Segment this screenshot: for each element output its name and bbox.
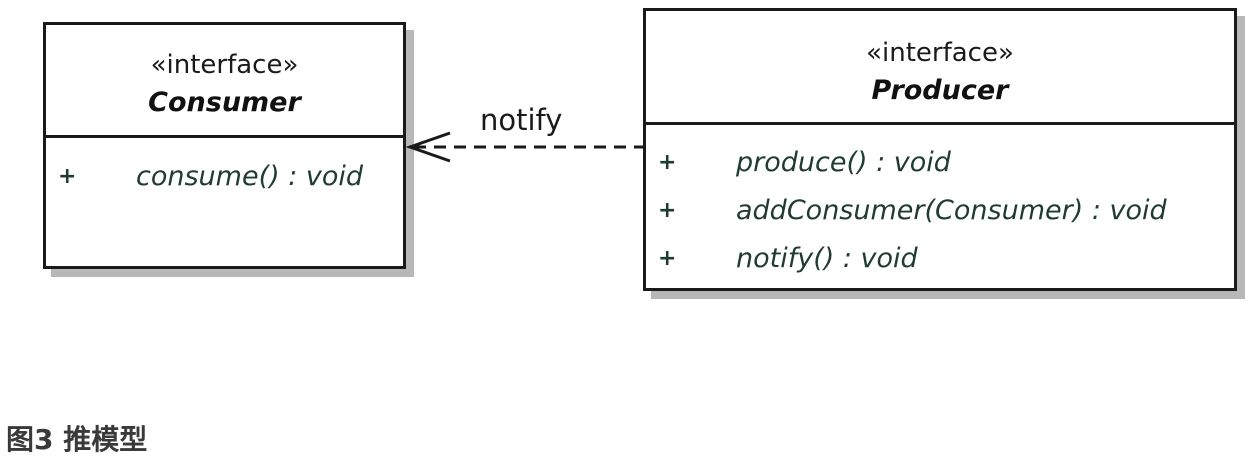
figure-caption: 图3 推模型	[6, 423, 148, 456]
producer-interface-box: «interface» Producer + produce() : void …	[643, 8, 1237, 291]
consumer-name: Consumer	[148, 87, 301, 118]
operation-signature: consume() : void	[136, 161, 364, 192]
visibility-marker: +	[658, 246, 677, 271]
operation-signature: produce() : void	[736, 147, 951, 178]
producer-stereotype: «interface»	[866, 38, 1014, 68]
operation-signature: addConsumer(Consumer) : void	[736, 195, 1167, 226]
open-arrowhead-icon	[405, 131, 451, 163]
operation-row: + notify() : void	[646, 235, 1234, 283]
producer-header: «interface» Producer	[646, 11, 1234, 125]
producer-operations: + produce() : void + addConsumer(Consume…	[646, 139, 1234, 283]
visibility-marker: +	[658, 198, 677, 223]
consumer-operations: + consume() : void	[46, 153, 403, 201]
operation-row: + produce() : void	[646, 139, 1234, 187]
dependency-label: notify	[480, 103, 563, 137]
consumer-header: «interface» Consumer	[46, 25, 403, 138]
operation-row: + addConsumer(Consumer) : void	[646, 187, 1234, 235]
producer-name: Producer	[871, 75, 1009, 106]
operation-row: + consume() : void	[46, 153, 403, 201]
visibility-marker: +	[658, 150, 677, 175]
consumer-stereotype: «interface»	[150, 50, 299, 80]
consumer-interface-box: «interface» Consumer + consume() : void	[43, 22, 406, 269]
operation-signature: notify() : void	[736, 243, 918, 274]
visibility-marker: +	[58, 164, 77, 189]
